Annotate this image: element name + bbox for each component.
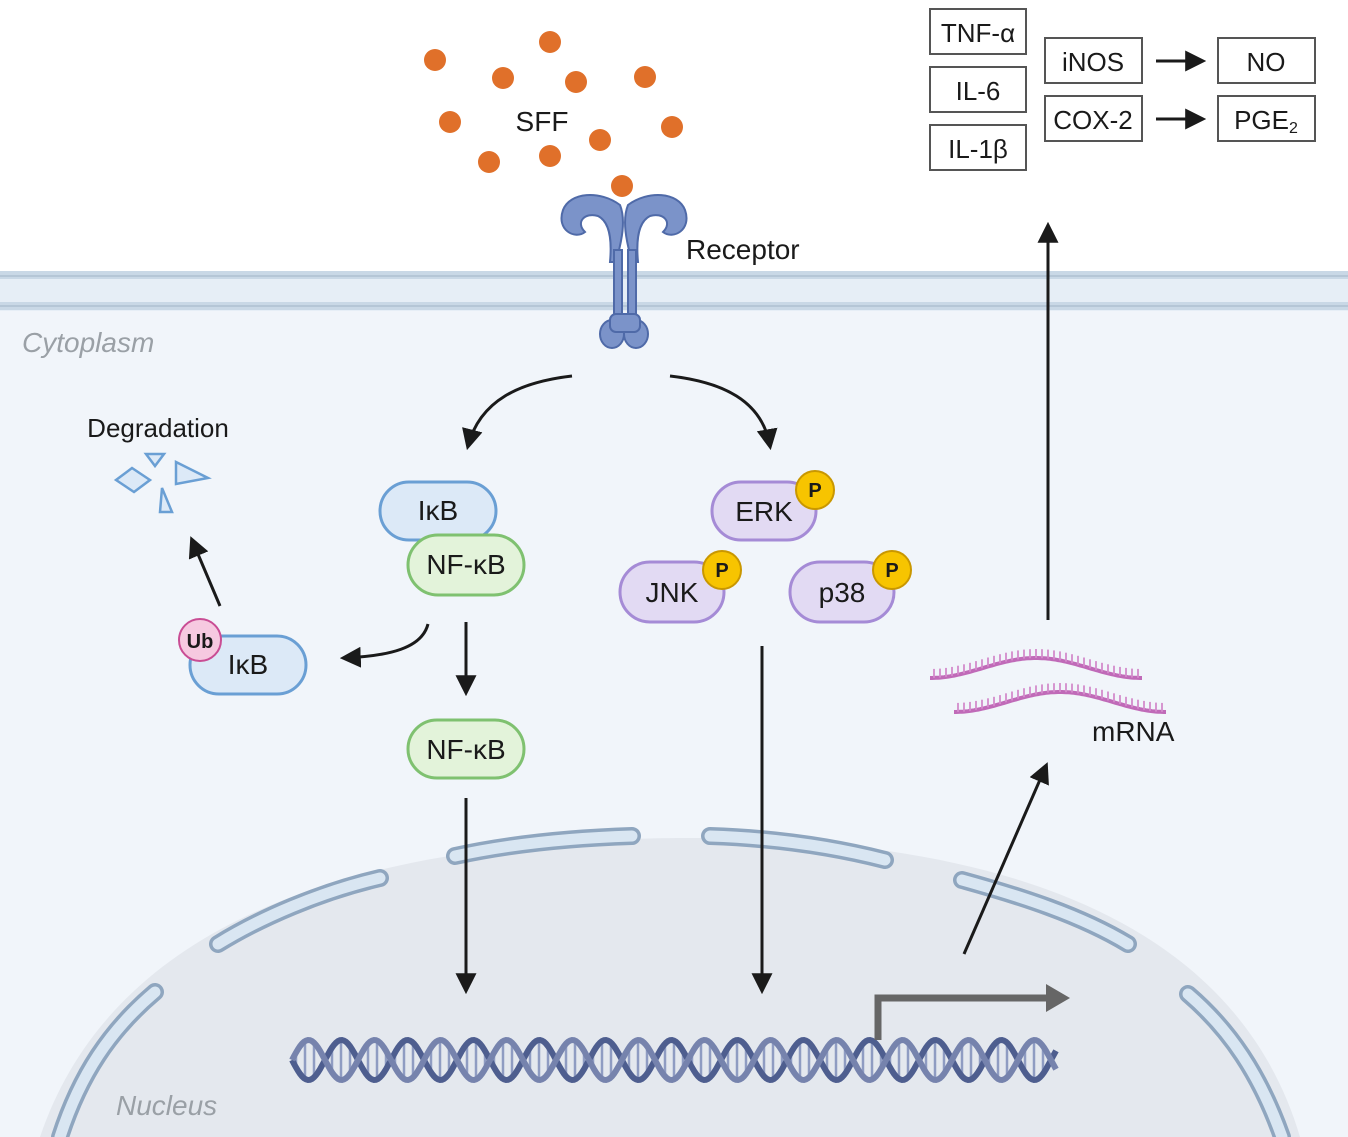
cytokine-list: TNF-α IL-6 IL-1β <box>929 8 1027 171</box>
phospho-label: P <box>715 560 728 582</box>
ligand-dot <box>424 49 446 71</box>
ligand-dot <box>611 175 633 197</box>
arrow-to-mapk-branch <box>669 374 778 451</box>
il6-label: IL-6 <box>956 76 1001 106</box>
il1b-box <box>929 124 1027 171</box>
cox2-label: COX-2 <box>1053 105 1132 135</box>
inos-label: iNOS <box>1062 47 1124 77</box>
mrna-strands <box>930 649 1166 714</box>
nfkb-label: NF-κB <box>426 549 505 580</box>
ligand-dot <box>589 129 611 151</box>
phospho-badge <box>795 470 835 510</box>
no-label: NO <box>1247 47 1286 77</box>
ligand-dot <box>478 151 500 173</box>
erk-label: ERK <box>735 496 793 527</box>
pge2-label: PGE2 <box>1234 105 1298 137</box>
il1b-label: IL-1β <box>948 134 1008 164</box>
phospho-label: P <box>885 560 898 582</box>
ubiquitin-label: Ub <box>187 631 214 653</box>
tnf-label: TNF-α <box>941 18 1015 48</box>
phospho-label: P <box>808 480 821 502</box>
ligand-dot <box>539 145 561 167</box>
phospho-badge <box>702 550 742 590</box>
sff-label: SFF <box>516 106 569 137</box>
dna-helix <box>289 1036 1059 1084</box>
jnk-protein: JNK P <box>618 550 742 624</box>
cox2-box <box>1044 95 1143 142</box>
erk-protein: ERK P <box>710 470 835 542</box>
no-box <box>1217 37 1316 84</box>
transcription-start-arrow <box>874 994 1062 1040</box>
p38-protein: p38 P <box>788 550 912 624</box>
ligand-dot <box>565 71 587 93</box>
nfkb-free-protein <box>406 718 526 780</box>
sff-ligand-cluster <box>424 31 683 197</box>
ligand-dot <box>661 116 683 138</box>
inos-box <box>1044 37 1143 84</box>
ub-ikb-label: IκB <box>228 649 268 680</box>
ikb-nfkb-complex: IκB NF-κB <box>378 480 526 597</box>
nfkb-free: NF-κB <box>406 718 526 780</box>
pge2-base: PGE <box>1234 105 1289 135</box>
ubiquitinated-ikb: IκB Ub <box>178 618 308 696</box>
degradation-label: Degradation <box>87 413 229 443</box>
receptor-icon <box>560 193 688 349</box>
jnk-label: JNK <box>646 577 699 608</box>
mrna-label: mRNA <box>1092 716 1175 747</box>
degradation-fragments-icon <box>113 452 212 514</box>
cytoplasm-label: Cytoplasm <box>22 327 154 358</box>
cell-membrane <box>0 271 1348 311</box>
ligand-dot <box>492 67 514 89</box>
ligand-dot <box>634 66 656 88</box>
p38-label: p38 <box>819 577 866 608</box>
pge2-box <box>1217 95 1316 142</box>
enzyme-list: iNOS COX-2 <box>1044 37 1143 142</box>
nucleus-label: Nucleus <box>116 1090 217 1121</box>
arrow-to-nfkb-branch <box>462 374 573 451</box>
mapk-group: ERK P JNK P p38 P <box>618 470 912 624</box>
phospho-badge <box>872 550 912 590</box>
ubiquitin-badge <box>178 618 222 662</box>
dna-backbone <box>289 1036 1059 1084</box>
receptor-label: Receptor <box>686 234 800 265</box>
arrow-ikb-release <box>339 623 430 668</box>
pge2-subscript: 2 <box>1289 120 1298 137</box>
dna-backbone <box>289 1036 1059 1084</box>
arrow-to-degradation <box>188 536 222 607</box>
arrow-to-mrna <box>962 762 1049 955</box>
ligand-dot <box>539 31 561 53</box>
ikb-label: IκB <box>418 495 458 526</box>
tnf-box <box>929 8 1027 55</box>
ligand-dot <box>439 111 461 133</box>
il6-box <box>929 66 1027 113</box>
product-list: NO PGE2 <box>1217 37 1316 142</box>
transcription-arrowhead <box>1046 984 1070 1012</box>
nfkb-protein <box>406 533 526 597</box>
nfkb-free-label: NF-κB <box>426 734 505 765</box>
